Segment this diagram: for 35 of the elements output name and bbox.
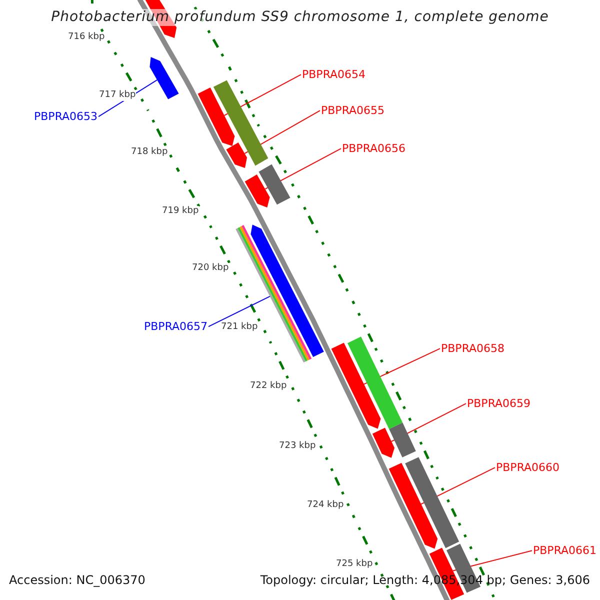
- gene-label: PBPRA0653: [34, 110, 98, 124]
- gene-feature: [226, 142, 247, 168]
- leader-line: [208, 296, 271, 328]
- gene-feature: [244, 174, 270, 208]
- gene-label: PBPRA0654: [302, 68, 366, 82]
- gene-bar: [348, 336, 403, 430]
- gene-feature: [372, 428, 394, 458]
- gene-bar: [258, 164, 290, 205]
- gene-label: PBPRA0658: [441, 342, 505, 356]
- genome-info-text: Topology: circular; Length: 4,085,304 bp; Genes: 3,606: [260, 573, 590, 588]
- gene-label: PBPRA0657: [144, 320, 208, 334]
- scale-label: 723 kbp: [279, 441, 316, 452]
- scale-label: 719 kbp: [162, 206, 199, 217]
- gene-feature: [150, 57, 179, 100]
- gene-feature: [198, 88, 235, 146]
- scale-label: 717 kbp: [99, 90, 136, 101]
- scale-label: 716 kbp: [68, 32, 105, 43]
- gene-label: PBPRA0659: [467, 397, 531, 410]
- gene-label: PBPRA0655: [321, 104, 385, 118]
- gene-feature: [331, 342, 381, 429]
- scale-label: 722 kbp: [250, 381, 287, 392]
- gene-bar: [236, 225, 312, 362]
- gene-label: PBPRA0656: [342, 142, 406, 156]
- gene-bar: [213, 80, 268, 166]
- gene-label: PBPRA0661: [533, 544, 597, 558]
- accession-text: Accession: NC_006370: [9, 573, 146, 588]
- gene-label: PBPRA0660: [496, 461, 560, 474]
- gene-feature: [388, 462, 438, 549]
- scale-label: 720 kbp: [192, 263, 229, 274]
- scale-label: 725 kbp: [336, 559, 373, 570]
- gene-bar: [405, 457, 460, 548]
- gene-bar: [389, 422, 416, 458]
- scale-label: 721 kbp: [221, 322, 258, 333]
- scale-label: 724 kbp: [307, 500, 344, 511]
- scale-label: 718 kbp: [131, 147, 168, 158]
